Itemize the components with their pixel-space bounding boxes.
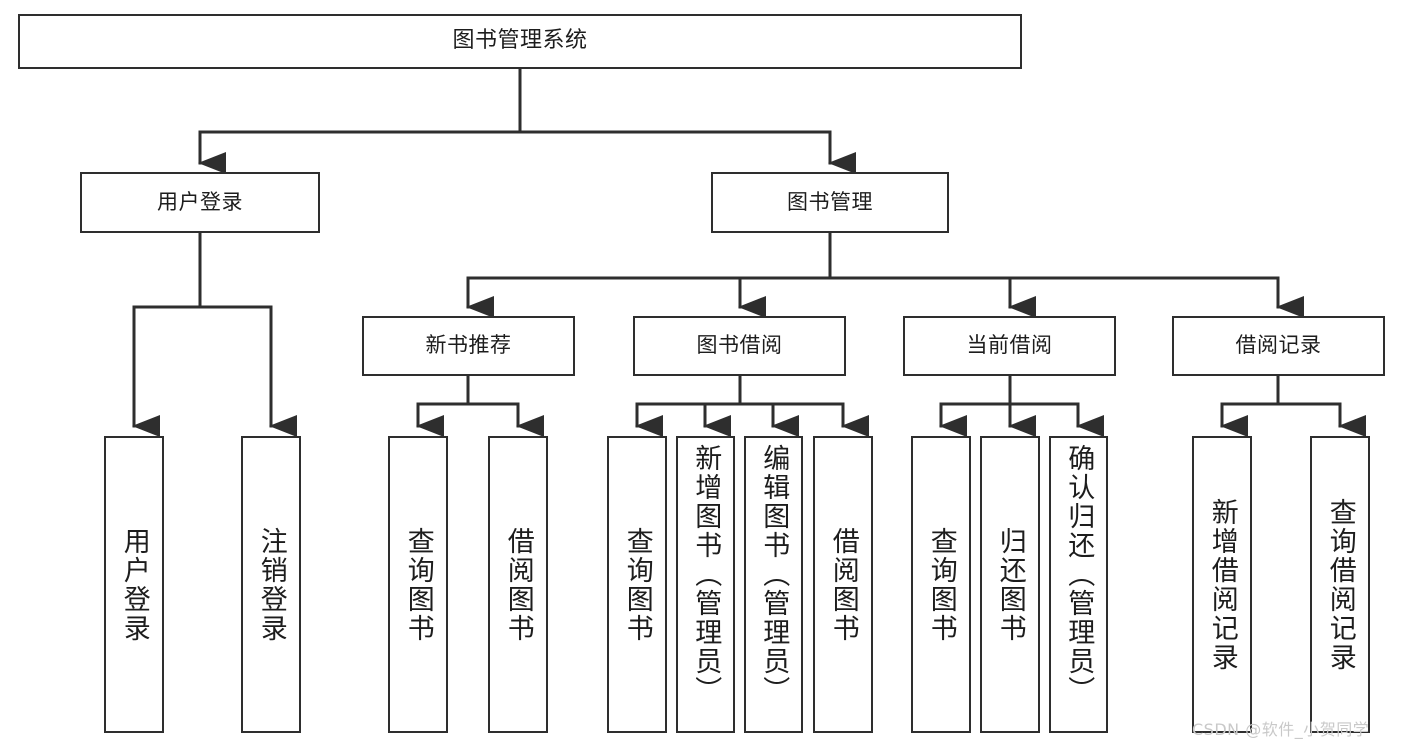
leaf-return-book-label: 归还图书 [994, 526, 1026, 643]
leaf-confirm-return-admin-label: 确认归还（管理员） [1063, 444, 1095, 705]
node-book-borrow-label: 图书借阅 [696, 333, 783, 358]
leaf-query-book-newbook-label: 查询图书 [402, 526, 434, 643]
leaf-add-borrow-record[interactable]: 新增借阅记录 [1192, 436, 1252, 733]
node-current-borrow[interactable]: 当前借阅 [903, 316, 1116, 376]
leaf-user-login-label: 用户登录 [118, 526, 150, 643]
leaf-return-book[interactable]: 归还图书 [980, 436, 1040, 733]
node-current-borrow-label: 当前借阅 [966, 333, 1053, 358]
leaf-edit-book-admin[interactable]: 编辑图书（管理员） [744, 436, 803, 733]
leaf-query-book-current[interactable]: 查询图书 [911, 436, 971, 733]
leaf-user-login[interactable]: 用户登录 [104, 436, 164, 733]
leaf-query-borrow-record[interactable]: 查询借阅记录 [1310, 436, 1370, 733]
leaf-borrow-book-borrow[interactable]: 借阅图书 [813, 436, 873, 733]
node-root[interactable]: 图书管理系统 [18, 14, 1022, 69]
node-borrow-records[interactable]: 借阅记录 [1172, 316, 1385, 376]
leaf-add-book-admin[interactable]: 新增图书（管理员） [676, 436, 735, 733]
node-user-login[interactable]: 用户登录 [80, 172, 320, 233]
leaf-add-borrow-record-label: 新增借阅记录 [1206, 497, 1238, 672]
leaf-borrow-book-borrow-label: 借阅图书 [827, 526, 859, 643]
leaf-query-borrow-record-label: 查询借阅记录 [1324, 497, 1356, 672]
leaf-query-book-newbook[interactable]: 查询图书 [388, 436, 448, 733]
leaf-edit-book-admin-label: 编辑图书（管理员） [758, 444, 790, 705]
node-user-login-label: 用户登录 [157, 189, 243, 214]
node-new-book-recommend-label: 新书推荐 [425, 333, 512, 358]
leaf-query-book-borrow[interactable]: 查询图书 [607, 436, 667, 733]
leaf-borrow-book-newbook[interactable]: 借阅图书 [488, 436, 548, 733]
node-new-book-recommend[interactable]: 新书推荐 [362, 316, 575, 376]
leaf-confirm-return-admin[interactable]: 确认归还（管理员） [1049, 436, 1108, 733]
leaf-query-book-borrow-label: 查询图书 [621, 526, 653, 643]
node-book-management[interactable]: 图书管理 [711, 172, 949, 233]
leaf-user-logout-label: 注销登录 [255, 526, 287, 643]
node-book-borrow[interactable]: 图书借阅 [633, 316, 846, 376]
leaf-borrow-book-newbook-label: 借阅图书 [502, 526, 534, 643]
node-borrow-records-label: 借阅记录 [1235, 333, 1322, 358]
watermark: CSDN @软件_小贺同学 [1192, 720, 1370, 739]
node-root-label: 图书管理系统 [452, 28, 588, 54]
leaf-user-logout[interactable]: 注销登录 [241, 436, 301, 733]
node-book-management-label: 图书管理 [787, 189, 873, 214]
leaf-query-book-current-label: 查询图书 [925, 526, 957, 643]
leaf-add-book-admin-label: 新增图书（管理员） [690, 444, 722, 705]
